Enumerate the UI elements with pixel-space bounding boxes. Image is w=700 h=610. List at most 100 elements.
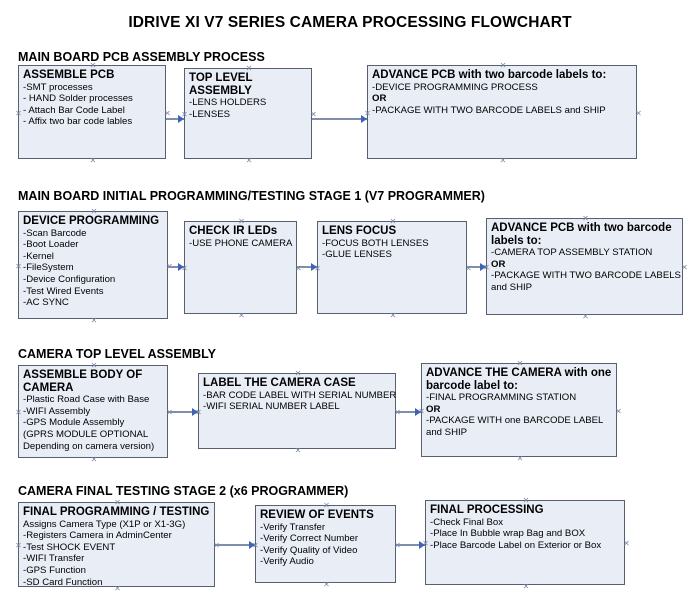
connector-arrowhead-icon — [311, 263, 317, 271]
process-box-line: (GPRS MODULE OPTIONAL — [23, 428, 149, 440]
process-box-line: -SMT processes — [23, 81, 93, 93]
process-box-line: -SD Card Function — [23, 576, 103, 588]
process-box-body: FINAL PROCESSING -Check Final Box-Place … — [426, 501, 624, 553]
process-box-line: -WIFI SERIAL NUMBER LABEL — [203, 401, 340, 413]
process-box[interactable]: TOP LEVEL ASSEMBLY-LENS HOLDERS-LENSES✕✕… — [181, 65, 317, 165]
section-header: CAMERA FINAL TESTING STAGE 2 (x6 PROGRAM… — [18, 484, 349, 498]
process-box-line: - HAND Solder processes — [23, 93, 133, 105]
selection-handle[interactable]: ✕ — [582, 312, 589, 321]
process-box-line: Assigns Camera Type (X1P or X1-3G) — [23, 518, 186, 530]
connector-line[interactable] — [396, 544, 425, 546]
selection-handle[interactable]: ✕ — [310, 110, 317, 119]
connector-arrowhead-icon — [249, 541, 255, 549]
process-box-line: -BAR CODE LABEL WITH SERIAL NUMBER — [203, 389, 397, 401]
connector-arrowhead-icon — [178, 115, 184, 123]
connector-arrowhead-icon — [480, 263, 486, 271]
connector-arrowhead-icon — [419, 541, 425, 549]
process-box-line: - Attach Bar Code Label — [23, 104, 125, 116]
process-box-line: -PACKAGE WITH TWO BARCODE LABELS — [491, 270, 681, 282]
process-box[interactable]: ASSEMBLE BODY OF CAMERA-Plastic Road Cas… — [15, 362, 173, 464]
connector-line[interactable] — [166, 118, 184, 120]
process-box-line: -DEVICE PROGRAMMING PROCESS — [372, 81, 538, 93]
process-box-title: CHECK IR LEDs — [189, 225, 278, 237]
process-box-body: TOP LEVEL ASSEMBLY-LENS HOLDERS-LENSES — [185, 69, 311, 122]
process-box-line: -Boot Loader — [23, 239, 79, 251]
process-box-title: ASSEMBLE BODY OF CAMERA — [23, 369, 143, 394]
process-box-title: ADVANCE PCB with two barcode labels to: — [491, 222, 672, 247]
connector-arrowhead-icon — [415, 408, 421, 416]
selection-handle[interactable]: ✕ — [615, 406, 622, 416]
selection-handle[interactable]: ✕ — [499, 156, 507, 165]
process-box-title: DEVICE PROGRAMMING — [23, 215, 160, 227]
connector-line[interactable] — [168, 266, 184, 268]
process-box-line: -Test Wired Events — [23, 285, 104, 297]
connector-arrowhead-icon — [361, 115, 367, 123]
section-header: CAMERA TOP LEVEL ASSEMBLY — [18, 347, 216, 361]
process-box-title: TOP LEVEL ASSEMBLY — [189, 72, 253, 97]
process-box-body: CHECK IR LEDs-USE PHONE CAMERA — [185, 222, 296, 251]
process-box-title: LENS FOCUS — [322, 225, 397, 237]
process-box-body: ADVANCE PCB with two barcode labels to:-… — [368, 66, 636, 118]
process-box[interactable]: CHECK IR LEDs-USE PHONE CAMERA✕✕✕✕ — [181, 218, 302, 320]
process-box-line: -GPS Function — [23, 564, 86, 576]
selection-handle[interactable]: ✕ — [164, 108, 171, 118]
process-box-title: REVIEW OF EVENTS — [260, 509, 374, 521]
process-box-body: LENS FOCUS-FOCUS BOTH LENSES-GLUE LENSES — [318, 222, 466, 263]
selection-handle[interactable]: ✕ — [681, 263, 688, 272]
connector-line[interactable] — [396, 411, 421, 413]
selection-handle[interactable]: ✕ — [90, 316, 98, 325]
process-box[interactable]: LABEL THE CAMERA CASE-BAR CODE LABEL WIT… — [195, 370, 401, 455]
process-box-line: -LENS HOLDERS — [189, 97, 267, 109]
selection-handle[interactable]: ✕ — [89, 156, 97, 165]
selection-handle[interactable]: ✕ — [516, 454, 524, 463]
process-box[interactable]: ADVANCE PCB with two barcode labels to:-… — [364, 62, 642, 165]
process-box-title: ADVANCE PCB with two barcode labels to: — [372, 69, 607, 81]
process-box-body: DEVICE PROGRAMMING-Scan Barcode-Boot Loa… — [19, 212, 167, 311]
selection-handle[interactable]: ✕ — [245, 156, 253, 165]
process-box-body: LABEL THE CAMERA CASE-BAR CODE LABEL WIT… — [199, 374, 397, 415]
process-box-line: -Check Final Box — [430, 516, 504, 528]
process-box-body: ADVANCE PCB with two barcode labels to:-… — [487, 219, 682, 296]
process-box-line: -Place In Bubble wrap Bag and BOX — [430, 528, 586, 540]
process-box-line: Depending on camera version) — [23, 440, 155, 452]
process-box-line: -Test SHOCK EVENT — [23, 541, 116, 553]
process-box-title: ADVANCE THE CAMERA with one barcode labe… — [426, 367, 612, 392]
process-box-title: ASSEMBLE PCB — [23, 69, 115, 81]
connector-line[interactable] — [297, 266, 317, 268]
process-box-body: ASSEMBLE PCB-SMT processes- HAND Solder … — [19, 66, 165, 130]
process-box[interactable]: REVIEW OF EVENTS-Verify Transfer-Verify … — [252, 502, 401, 589]
process-box[interactable]: DEVICE PROGRAMMING-Scan Barcode-Boot Loa… — [15, 208, 173, 325]
process-box-line: -FINAL PROGRAMMING STATION — [426, 392, 577, 404]
process-box-title: FINAL PROGRAMMING / TESTING — [23, 506, 210, 518]
selection-handle[interactable]: ✕ — [389, 311, 397, 320]
selection-handle[interactable]: ✕ — [238, 311, 245, 320]
process-box[interactable]: ADVANCE PCB with two barcode labels to:-… — [483, 215, 688, 321]
selection-handle[interactable]: ✕ — [323, 580, 330, 589]
process-box-line: -CAMERA TOP ASSEMBLY STATION — [491, 247, 653, 259]
selection-handle[interactable]: ✕ — [522, 582, 530, 591]
process-box[interactable]: FINAL PROCESSING -Check Final Box-Place … — [422, 497, 630, 591]
process-box-line: -Verify Transfer — [260, 521, 326, 533]
selection-handle[interactable]: ✕ — [635, 108, 642, 118]
selection-handle[interactable]: ✕ — [623, 539, 630, 548]
page-title: IDRIVE XI V7 SERIES CAMERA PROCESSING FL… — [128, 14, 572, 31]
process-box-line: and SHIP — [491, 281, 533, 293]
connector-arrowhead-icon — [178, 263, 184, 271]
process-box[interactable]: ASSEMBLE PCB-SMT processes- HAND Solder … — [15, 62, 171, 165]
process-box[interactable]: ADVANCE THE CAMERA with one barcode labe… — [418, 360, 622, 463]
process-box-line: -USE PHONE CAMERA — [189, 237, 293, 249]
connector-line[interactable] — [467, 266, 486, 268]
process-box-title: FINAL PROCESSING — [430, 504, 544, 516]
selection-handle[interactable]: ✕ — [90, 455, 98, 464]
process-box-line: - Affix two bar code lables — [23, 116, 133, 128]
connector-line[interactable] — [312, 118, 367, 120]
process-box[interactable]: LENS FOCUS-FOCUS BOTH LENSES-GLUE LENSES… — [314, 218, 472, 320]
process-box-line: OR — [372, 93, 387, 105]
selection-handle[interactable]: ✕ — [294, 446, 302, 455]
process-box-body: ASSEMBLE BODY OF CAMERA-Plastic Road Cas… — [19, 366, 167, 454]
connector-line[interactable] — [168, 411, 198, 413]
connector-line[interactable] — [215, 544, 255, 546]
